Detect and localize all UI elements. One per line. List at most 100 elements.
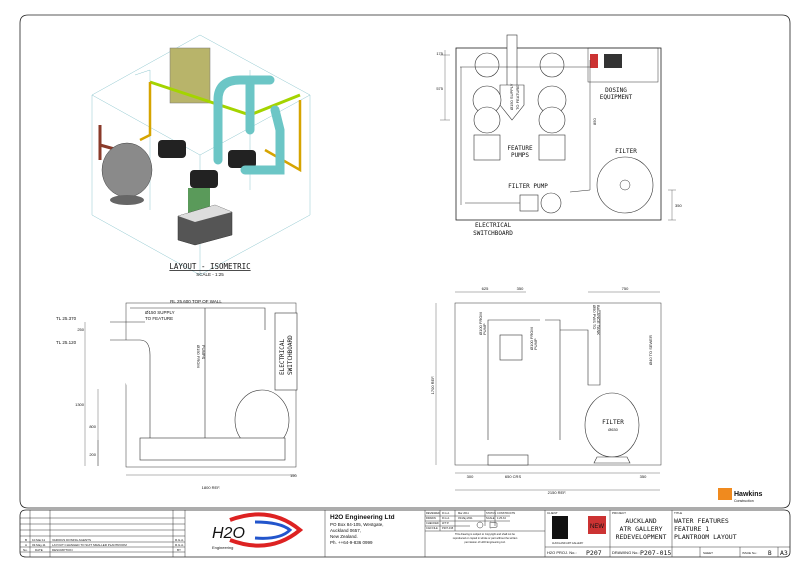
rev-desc: LAYOUT CHANGED TO SUIT SMALLER PLANTROOM <box>52 543 127 547</box>
side-from-pumps-label: Ø150 FROM <box>196 345 201 368</box>
hawkins-name: Hawkins <box>734 491 763 498</box>
front-balance-label: Ø50 PWS TO <box>592 305 597 329</box>
proj-no-label: H2O PROJ. No.: <box>547 550 577 555</box>
side-switchboard-label-2: SWITCHBOARD <box>287 335 294 375</box>
company-phone: Ph. ++64-9-836 0999 <box>330 540 373 545</box>
plan-filter <box>596 156 654 214</box>
title-block: B 10.Mar.11 VARIOUS DOSING AGENTS R.G.A.… <box>19 509 791 558</box>
side-dim-800: 800 <box>89 424 96 429</box>
project-name: REDEVELOPMENT <box>616 533 667 541</box>
front-dim-width: 2150 REF. <box>548 490 567 495</box>
rev-desc: VARIOUS DOSING AGENTS <box>52 538 91 542</box>
plan-supply-label: Ø150 SUPPLY <box>509 83 514 110</box>
drawn-date: 03.May.2011 <box>458 516 473 520</box>
side-tl1: TL 25.370 <box>56 316 77 321</box>
isometric-scale: SCALE - 1:25 <box>196 272 224 277</box>
side-top-of-wall: RL 25.600 TOP OF WALL <box>170 299 222 304</box>
copyright-text: permission of H2O Engineering Ltd. <box>464 540 505 544</box>
cad-label: CAD FILE <box>426 526 438 530</box>
drawn-label: DRAWN <box>426 516 436 520</box>
front-from-pump-2b: PUMP <box>533 338 538 350</box>
plan-feature-pumps-label: FEATURE <box>507 145 533 152</box>
plan-filter-pump-label: FILTER PUMP <box>508 183 548 190</box>
rev-header-no: No. <box>23 548 28 552</box>
side-switchboard-label: ELECTRICAL <box>279 338 286 375</box>
plan-dim-575: 575 <box>436 86 443 91</box>
company-name: H2O Engineering Ltd <box>330 514 395 521</box>
side-supply-label: Ø150 SUPPLY <box>145 310 175 315</box>
front-dim-650: 650 CRS <box>505 474 522 479</box>
front-dim-300: 300 <box>467 474 474 479</box>
checked-value: W.T.P. <box>442 521 449 525</box>
side-dim-150: 150 <box>290 473 297 478</box>
issue-label: ISSUE No.: <box>742 551 758 555</box>
drawn-value: R.G.A. <box>442 516 450 520</box>
side-dim-250: 250 <box>77 327 84 332</box>
h2o-logo-text: H2O <box>212 525 245 542</box>
h2o-logo-sub: Engineering <box>212 545 233 550</box>
status-value: CONSTRUCTN <box>497 511 515 515</box>
company-address: New Zealand. <box>330 534 358 539</box>
plan-filter-label: FILTER <box>615 148 637 155</box>
rev-header-date: DATE <box>35 548 43 552</box>
side-tl2: TL 25.120 <box>56 340 77 345</box>
side-dim-1300: 1300 <box>75 402 85 407</box>
client-logo: A NEW AUCKLAND ART GALLERY <box>552 516 606 545</box>
reviewed-label: REVIEWED <box>426 511 440 515</box>
status-label: STATUS <box>486 511 496 515</box>
title-label: TITLE <box>674 511 682 515</box>
drawing-no: P207-015 <box>640 549 671 557</box>
front-filter-label: FILTER <box>602 419 624 426</box>
drawing-frame <box>19 14 791 509</box>
front-dim-height: 1700 REF. <box>430 376 435 395</box>
project-name: AUCKLAND <box>625 517 656 525</box>
rev-no: A <box>25 543 27 547</box>
rev-no: B <box>25 538 27 542</box>
rev-header-desc: DESCRIPTION <box>52 548 73 552</box>
projection-symbol-icon <box>476 521 484 529</box>
front-from-pump-2: Ø100 FROM <box>529 327 534 350</box>
drawing-title: PLANTROOM LAYOUT <box>674 533 737 541</box>
plan-dosing-label: DOSING <box>605 87 627 94</box>
drawing-title: WATER FEATURES <box>674 517 729 525</box>
rev-header-by: BY <box>177 548 181 552</box>
client-logo-badge: NEW <box>590 524 604 530</box>
sheet-size: A3 <box>780 549 788 557</box>
plan-dosing-label-2: EQUIPMENT <box>600 94 633 101</box>
scale-label: SCALE <box>486 516 495 520</box>
side-from-pumps-label-2: PUMPS <box>201 345 206 360</box>
rev-by: R.G.A. <box>175 538 184 542</box>
company-address: PO Box 84-105, Westgate, <box>330 522 383 527</box>
proj-no: P207 <box>586 549 602 557</box>
front-from-pump-1: Ø100 FROM <box>478 312 483 335</box>
side-elevation-view: RL 25.600 TOP OF WALL TL 25.370 TL 25.12… <box>56 299 297 490</box>
front-elevation-view: FILTER Ø630 Ø100 FROM PUMP Ø100 FROM PUM… <box>430 286 662 495</box>
client-logo-letter: A <box>555 522 566 539</box>
sheet-label: SHEET <box>703 551 713 555</box>
plan-view: 175 575 850 350 Ø150 SUPPLY TO FEATURE D… <box>436 34 682 237</box>
copyright-text: reproduced or copied in whole or part wi… <box>453 536 518 540</box>
plan-feature-pumps-label-2: PUMPS <box>511 152 529 159</box>
project-label: PROJECT <box>612 511 626 515</box>
isometric-view: LAYOUT - ISOMETRIC SCALE - 1:25 <box>91 34 311 277</box>
hawkins-logo: Hawkins Construction <box>718 488 763 503</box>
front-dim-750: 750 <box>622 286 629 291</box>
project-name: ATR GALLERY <box>619 525 662 533</box>
rev-date: 03.May.11 <box>32 543 46 547</box>
client-logo-text: AUCKLAND ART GALLERY <box>552 542 584 545</box>
front-balance-label-2: BALANCE TANK <box>596 305 601 335</box>
reviewed-value: R.G.A. <box>442 511 450 515</box>
reviewed-date: Mar 2011 <box>458 511 469 515</box>
copyright-text: This drawing is subject to Copyright and… <box>455 532 516 536</box>
front-dim-350a: 350 <box>517 286 524 291</box>
filter-tank-3d <box>101 142 153 198</box>
front-sewer-label: Ø40 TO SEWER <box>648 335 653 365</box>
front-from-pump-1b: PUMP <box>482 323 487 335</box>
client-label: CLIENT <box>547 511 558 515</box>
issue-value: B <box>768 550 772 557</box>
front-dim-625: 625 <box>482 286 489 291</box>
scale-value: 1:25 A3 <box>497 516 506 520</box>
side-dim-width: 1800 REF. <box>202 485 221 490</box>
hawkins-sub: Construction <box>734 499 754 503</box>
cad-value: P207-015 <box>442 526 454 530</box>
